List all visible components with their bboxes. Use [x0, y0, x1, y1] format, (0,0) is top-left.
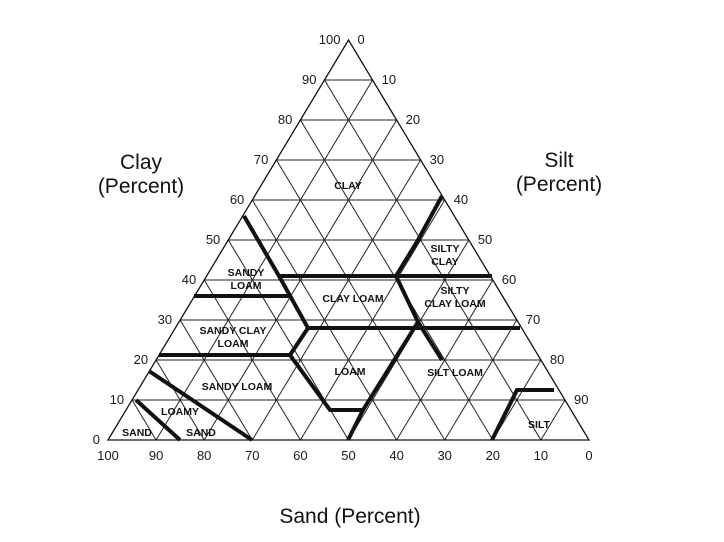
grid-line-silt: [540, 399, 566, 441]
grid-line-sand: [324, 79, 542, 441]
clay-axis-title-line1: Clay: [120, 151, 163, 174]
silt-tick-label: 90: [574, 392, 588, 407]
region-label: CLAY LOAM: [424, 298, 486, 310]
sand-tick-label: 40: [389, 448, 403, 463]
region-label: SANDY LOAM: [202, 381, 273, 393]
region-label: SANDY: [228, 267, 265, 279]
boundary-loam-silt: [346, 409, 365, 441]
sand-tick-label: 80: [197, 448, 211, 463]
region-label: CLAY: [334, 180, 362, 192]
clay-tick-label: 70: [254, 152, 268, 167]
sand-tick-label: 60: [293, 448, 307, 463]
silt-tick-label: 0: [358, 32, 365, 47]
sand-tick-label: 30: [437, 448, 451, 463]
clay-tick-label: 30: [158, 312, 172, 327]
clay-tick-label: 60: [230, 192, 244, 207]
class-boundaries: [134, 195, 554, 442]
clay-tick-label: 50: [206, 232, 220, 247]
region-label: LOAM: [231, 280, 262, 292]
region-label: LOAM: [218, 338, 249, 350]
silt-axis-title-line2: (Percent): [516, 173, 602, 196]
sand-axis-title: Sand (Percent): [279, 505, 420, 528]
sand-tick-label: 70: [245, 448, 259, 463]
grid-line-sand: [275, 159, 446, 441]
grid-line-silt: [155, 79, 374, 441]
grid-line-sand: [131, 399, 157, 441]
grid-line-silt: [444, 319, 518, 441]
silt-axis-title-line1: Silt: [544, 149, 573, 172]
region-label: SAND: [122, 427, 152, 439]
boundary-silt: [490, 388, 554, 441]
clay-tick-label: 0: [93, 432, 100, 447]
clay-tick-label: 10: [110, 392, 124, 407]
clay-tick-label: 40: [182, 272, 196, 287]
sand-tick-label: 20: [486, 448, 500, 463]
grid-line-silt: [251, 159, 422, 441]
grid-line-sand: [203, 279, 301, 441]
silt-tick-label: 80: [550, 352, 564, 367]
clay-axis-title-line2: (Percent): [98, 175, 184, 198]
clay-tick-label: 90: [302, 72, 316, 87]
grid-line-sand: [179, 319, 253, 441]
sand-tick-label: 10: [534, 448, 548, 463]
silt-tick-label: 20: [406, 112, 420, 127]
region-label: LOAMY: [161, 406, 199, 418]
sand-tick-label: 0: [585, 448, 592, 463]
region-label: LOAM: [335, 366, 366, 378]
clay-tick-label: 80: [278, 112, 292, 127]
sand-tick-label: 90: [149, 448, 163, 463]
silt-tick-label: 70: [526, 312, 540, 327]
grid-line-sand: [155, 359, 205, 441]
clay-tick-label: 100: [319, 32, 341, 47]
silt-tick-label: 50: [478, 232, 492, 247]
region-label: SILTY: [441, 285, 470, 297]
grid-lines: [131, 79, 566, 441]
silt-tick-label: 30: [430, 152, 444, 167]
region-label: SILTY: [431, 243, 460, 255]
region-label: SAND: [186, 427, 216, 439]
boundary-loamy-sand: [134, 398, 182, 442]
silt-tick-label: 10: [382, 72, 396, 87]
region-label: CLAY LOAM: [322, 293, 384, 305]
sand-tick-label: 50: [341, 448, 355, 463]
boundary-clay-silty: [393, 195, 444, 323]
boundary-sandy-loam-diag: [147, 369, 254, 442]
silt-tick-label: 40: [454, 192, 468, 207]
region-label: SILT LOAM: [427, 367, 483, 379]
grid-line-silt: [396, 279, 494, 441]
boundary-clay-sandyclay: [242, 214, 444, 412]
region-label: CLAY: [431, 256, 459, 268]
region-label: SANDY CLAY: [199, 325, 266, 337]
sand-tick-label: 100: [97, 448, 119, 463]
silt-tick-label: 60: [502, 272, 516, 287]
clay-tick-label: 20: [134, 352, 148, 367]
region-label: SILT: [528, 419, 551, 431]
